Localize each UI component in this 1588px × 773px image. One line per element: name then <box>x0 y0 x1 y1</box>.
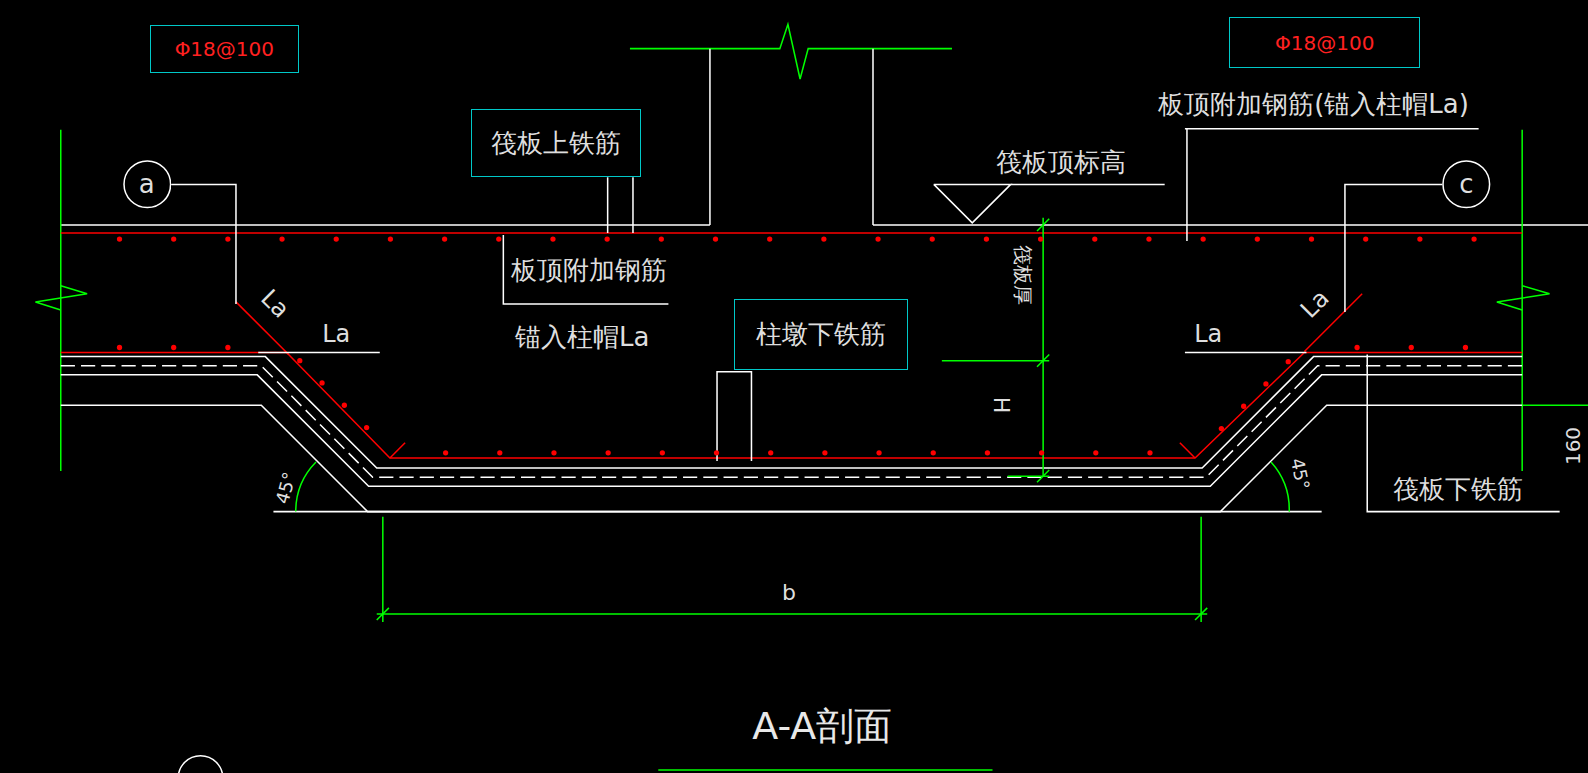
rebar-dot <box>659 236 664 241</box>
rebar-dot <box>1201 236 1206 241</box>
rebar-spec-box: Φ18@100 <box>1229 17 1419 68</box>
rebar-dot <box>1219 426 1224 431</box>
axis-bubble: c <box>1442 160 1491 209</box>
rebar-dot <box>605 236 610 241</box>
rebar-dot <box>1471 236 1476 241</box>
rebar-dot <box>931 450 936 455</box>
axis-label: c <box>1459 170 1473 199</box>
rebar-dot <box>442 236 447 241</box>
rebar-dot <box>550 236 555 241</box>
rebar-dot <box>319 380 324 385</box>
angle-label: 45° <box>1287 454 1314 493</box>
rebar-dot <box>660 450 665 455</box>
rebar-dot <box>768 450 773 455</box>
rebar-dot <box>225 345 230 350</box>
dimension-label: 160 <box>1562 425 1584 467</box>
axis-label: a <box>139 170 155 199</box>
rebar-dot <box>606 450 611 455</box>
callout-box: 筏板上铁筋 <box>471 109 641 177</box>
elevation-label: 筏板顶标高 <box>994 148 1128 177</box>
rebar-dot <box>714 450 719 455</box>
rebar-dot <box>496 236 501 241</box>
rebar-dot <box>713 236 718 241</box>
note-text: 板顶附加钢筋(锚入柱帽La) <box>1156 90 1471 119</box>
note-text: 板顶附加钢筋 <box>509 256 669 285</box>
rebar-dot <box>225 236 230 241</box>
note-text: 锚入柱帽La <box>513 323 651 352</box>
rebar-dot <box>985 450 990 455</box>
rebar-spec-box: Φ18@100 <box>150 25 299 73</box>
rebar-dot <box>443 450 448 455</box>
rebar-dot <box>767 236 772 241</box>
rebar-dot <box>1354 345 1359 350</box>
rebar-dot <box>984 236 989 241</box>
rebar-dot <box>1241 404 1246 409</box>
rebar-dot <box>822 450 827 455</box>
rebar-dot <box>1263 381 1268 386</box>
section-caption: A-A剖面 <box>750 706 894 748</box>
callout-text: 筏板下铁筋 <box>1391 475 1525 504</box>
rebar-dot <box>117 345 122 350</box>
rebar-dot <box>117 236 122 241</box>
rebar-dot <box>279 236 284 241</box>
rebar-dot <box>1409 345 1414 350</box>
rebar-dot <box>876 450 881 455</box>
anchor-length: La <box>1294 283 1335 324</box>
axis-bubble: a <box>123 160 172 209</box>
rebar-dot <box>1309 236 1314 241</box>
anchor-length: La <box>1192 321 1224 347</box>
callout-text: Φ18@100 <box>1275 32 1374 54</box>
rebar-dot <box>171 236 176 241</box>
callout-box: 柱墩下铁筋 <box>734 299 908 370</box>
rebar-dot <box>551 450 556 455</box>
dimension-label: 筏板厚 <box>1012 243 1034 307</box>
dimension-label: H <box>989 395 1013 416</box>
rebar-dot <box>1417 236 1422 241</box>
rebar-dot <box>1146 236 1151 241</box>
dimension-label: b <box>780 581 798 605</box>
rebar-dot <box>1463 345 1468 350</box>
rebar-dot <box>342 403 347 408</box>
rebar-dot <box>388 236 393 241</box>
callout-text: Φ18@100 <box>175 38 274 60</box>
rebar-dot <box>1255 236 1260 241</box>
anchor-length: La <box>255 283 296 324</box>
rebar-dot <box>1092 236 1097 241</box>
rebar-dot <box>1039 450 1044 455</box>
rebar-dot <box>297 358 302 363</box>
callout-text: 筏板上铁筋 <box>491 129 621 158</box>
rebar-dot <box>1286 359 1291 364</box>
rebar-dot <box>875 236 880 241</box>
rebar-dot <box>334 236 339 241</box>
rebar-dot <box>497 450 502 455</box>
rebar-dot <box>1093 450 1098 455</box>
rebar-dot <box>364 425 369 430</box>
rebar-dot <box>171 345 176 350</box>
callout-text: 柱墩下铁筋 <box>756 320 886 349</box>
rebar-dot <box>930 236 935 241</box>
rebar-dot <box>1363 236 1368 241</box>
anchor-length: La <box>320 321 352 347</box>
rebar-dot <box>1147 450 1152 455</box>
rebar-dot <box>1038 236 1043 241</box>
rebar-dot <box>821 236 826 241</box>
